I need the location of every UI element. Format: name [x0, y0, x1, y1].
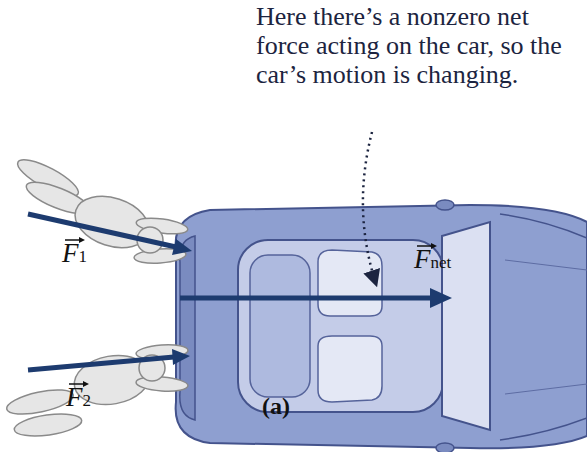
person-pushing	[5, 343, 189, 439]
force-label: F2	[66, 382, 91, 416]
leader-line	[363, 132, 376, 284]
callout-note: Here there’s a nonzero net force acting …	[256, 2, 581, 89]
force-label: F1	[62, 238, 87, 272]
car-body	[176, 200, 587, 452]
person-pushing	[13, 153, 188, 265]
panel-label: (a)	[262, 392, 290, 420]
net-force-vector	[180, 288, 452, 308]
force-vector	[28, 214, 192, 255]
force-vector	[28, 349, 190, 370]
force-label: Fnet	[414, 244, 451, 278]
